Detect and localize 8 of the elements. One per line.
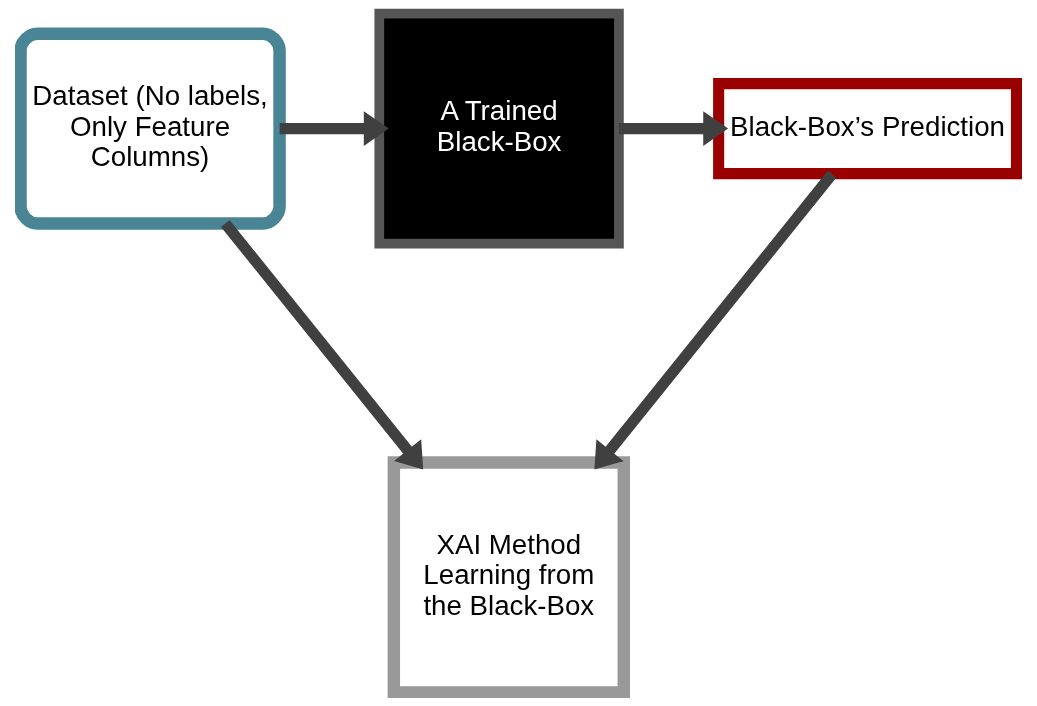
arrow bbox=[279, 111, 389, 147]
node-box: A Trained Black-Box bbox=[374, 8, 624, 249]
node-box: Black-Box’s Prediction bbox=[713, 78, 1022, 180]
node-box: Dataset (No labels, Only Feature Columns) bbox=[15, 27, 286, 230]
arrow bbox=[594, 170, 837, 470]
arrow bbox=[220, 220, 424, 470]
arrow bbox=[618, 111, 729, 147]
node-box: XAI Method Learning from the Black-Box bbox=[387, 456, 630, 698]
